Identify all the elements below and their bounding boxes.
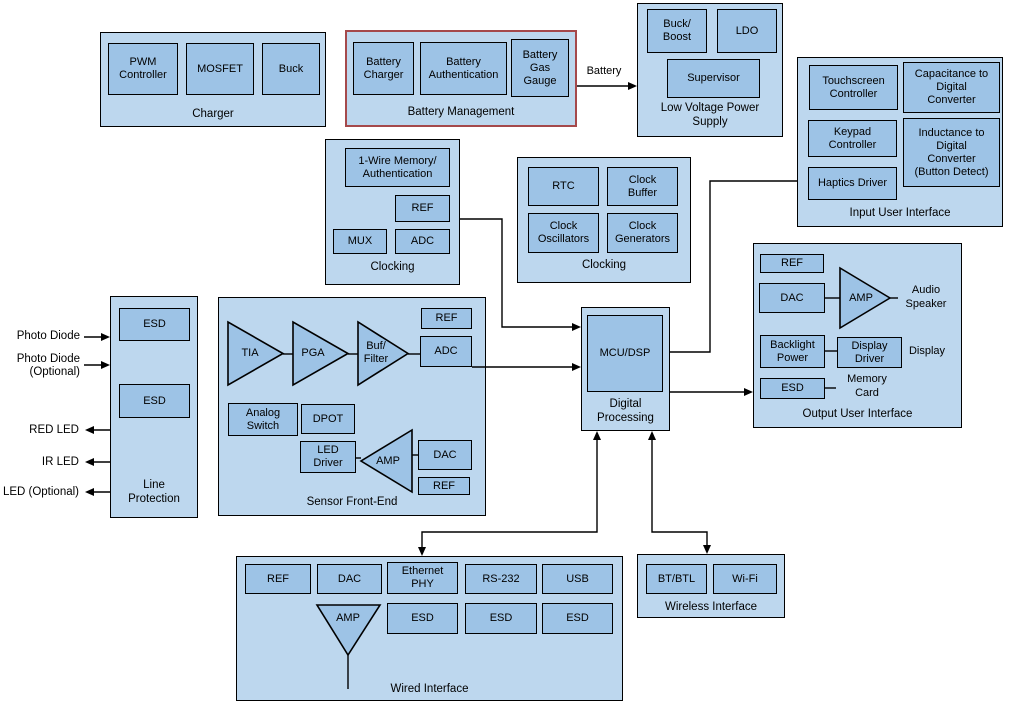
arrowhead-mcu-to-wired <box>418 547 426 556</box>
label-ir-led: IR LED <box>41 456 79 468</box>
block-battery-gas-gauge: Battery Gas Gauge <box>511 39 569 97</box>
block-ref-sensor-bottom: REF <box>418 477 470 495</box>
arrowhead-led-optional <box>85 488 94 496</box>
block-rtc: RTC <box>528 167 599 206</box>
block-esd-wired-2: ESD <box>465 603 537 634</box>
block-supervisor: Supervisor <box>667 59 760 98</box>
block-ref-sensor-top: REF <box>421 308 472 329</box>
block-esd-line-bottom: ESD <box>119 384 190 418</box>
group-title-charger: Charger <box>192 108 234 120</box>
amp-label-sensor-amp: AMP <box>376 455 400 467</box>
block-dac-output: DAC <box>759 283 825 313</box>
block-touchscreen-controller: Touchscreen Controller <box>809 65 898 110</box>
block-clock-oscillators: Clock Oscillators <box>528 213 599 253</box>
block-mux: MUX <box>333 229 387 254</box>
arrowhead-mcu-to-wireless <box>703 545 711 554</box>
amp-label-wired-amp: AMP <box>336 612 360 624</box>
block-one-wire-memory: 1-Wire Memory/ Authentication <box>345 148 450 187</box>
block-ldo: LDO <box>717 9 777 53</box>
block-adc-sensor: ADC <box>420 336 472 367</box>
wire-mcu-to-wireless <box>651 439 708 546</box>
arrowhead-photo-diode-optional <box>101 361 110 369</box>
block-battery-authentication: Battery Authentication <box>420 42 507 95</box>
block-display-driver: Display Driver <box>837 337 902 368</box>
group-title-wireless-interface: Wireless Interface <box>664 601 758 613</box>
arrowhead-mcu-to-output-ui <box>744 388 753 396</box>
block-buck-boost: Buck/ Boost <box>647 9 707 53</box>
block-haptics-driver: Haptics Driver <box>808 167 897 200</box>
group-title-sensor-front-end: Sensor Front-End <box>306 496 398 508</box>
block-dpot: DPOT <box>301 404 355 434</box>
block-backlight-power: Backlight Power <box>760 335 825 368</box>
group-title-clocking-memory: Clocking <box>370 261 415 273</box>
group-title-output-user-interface: Output User Interface <box>802 408 913 420</box>
block-esd-line-top: ESD <box>119 308 190 341</box>
label-audio-speaker: Audio Speaker <box>905 284 947 310</box>
label-memory-card: Memory Card <box>847 373 887 399</box>
group-title-clocking: Clocking <box>581 259 627 271</box>
block-clock-buffer: Clock Buffer <box>607 167 678 206</box>
block-ref-wired: REF <box>245 564 311 594</box>
block-usb: USB <box>542 564 613 594</box>
label-photo-diode: Photo Diode <box>16 330 80 342</box>
group-title-digital-processing: Digital Processing <box>597 398 654 424</box>
label-display: Display <box>908 345 946 357</box>
block-battery-charger: Battery Charger <box>353 42 414 95</box>
group-title-line-protection: Line Protection <box>128 479 180 505</box>
amp-label-output-amp: AMP <box>849 292 873 304</box>
block-dac-wired: DAC <box>317 564 382 594</box>
label-red-led: RED LED <box>29 424 79 436</box>
arrowhead-wireless-to-mcu <box>648 431 656 440</box>
label-photo-diode-optional: Photo Diode (Optional) <box>16 353 80 378</box>
block-ethernet-phy: Ethernet PHY <box>387 562 458 594</box>
arrowhead-wired-to-mcu <box>593 431 601 440</box>
block-mosfet: MOSFET <box>186 43 254 95</box>
label-led-optional: LED (Optional) <box>2 486 79 498</box>
arrowhead-sensor-to-mcu <box>572 363 581 371</box>
block-esd-wired-3: ESD <box>542 603 613 634</box>
block-esd-wired-1: ESD <box>387 603 458 634</box>
group-title-battery-management: Battery Management <box>407 106 515 118</box>
label-battery: Battery <box>586 65 622 77</box>
block-led-driver: LED Driver <box>300 441 356 473</box>
block-keypad-controller: Keypad Controller <box>808 120 897 157</box>
arrowhead-red-led <box>85 426 94 434</box>
amp-label-pga: PGA <box>301 347 325 359</box>
block-dac-sensor: DAC <box>418 440 472 470</box>
block-inductance-to-digital: Inductance to Digital Converter (Button … <box>903 118 1000 187</box>
block-capacitance-to-digital: Capacitance to Digital Converter <box>903 62 1000 113</box>
arrowhead-clocking-to-mcu <box>572 323 581 331</box>
block-buck: Buck <box>262 43 320 95</box>
group-title-low-voltage-power-supply: Low Voltage Power Supply <box>660 102 760 128</box>
block-ref-output: REF <box>760 254 824 273</box>
group-title-input-user-interface: Input User Interface <box>849 207 951 219</box>
block-rs232: RS-232 <box>465 564 537 594</box>
block-esd-output: ESD <box>760 378 825 399</box>
arrowhead-battery <box>628 82 637 90</box>
block-wifi: Wi-Fi <box>713 564 777 594</box>
arrowhead-photo-diode <box>101 333 110 341</box>
group-title-wired-interface: Wired Interface <box>390 683 469 695</box>
arrowhead-ir-led <box>85 458 94 466</box>
amp-label-tia: TIA <box>241 347 259 359</box>
block-bt-btl: BT/BTL <box>646 564 707 594</box>
block-ref-clocking: REF <box>395 195 450 222</box>
block-pwm-controller: PWM Controller <box>108 43 178 95</box>
block-clock-generators: Clock Generators <box>607 213 678 253</box>
amp-label-buf-filter: Buf/ Filter <box>363 340 389 365</box>
block-adc-clocking: ADC <box>395 229 450 254</box>
block-analog-switch: Analog Switch <box>228 403 298 436</box>
block-mcu-dsp: MCU/DSP <box>587 315 663 392</box>
